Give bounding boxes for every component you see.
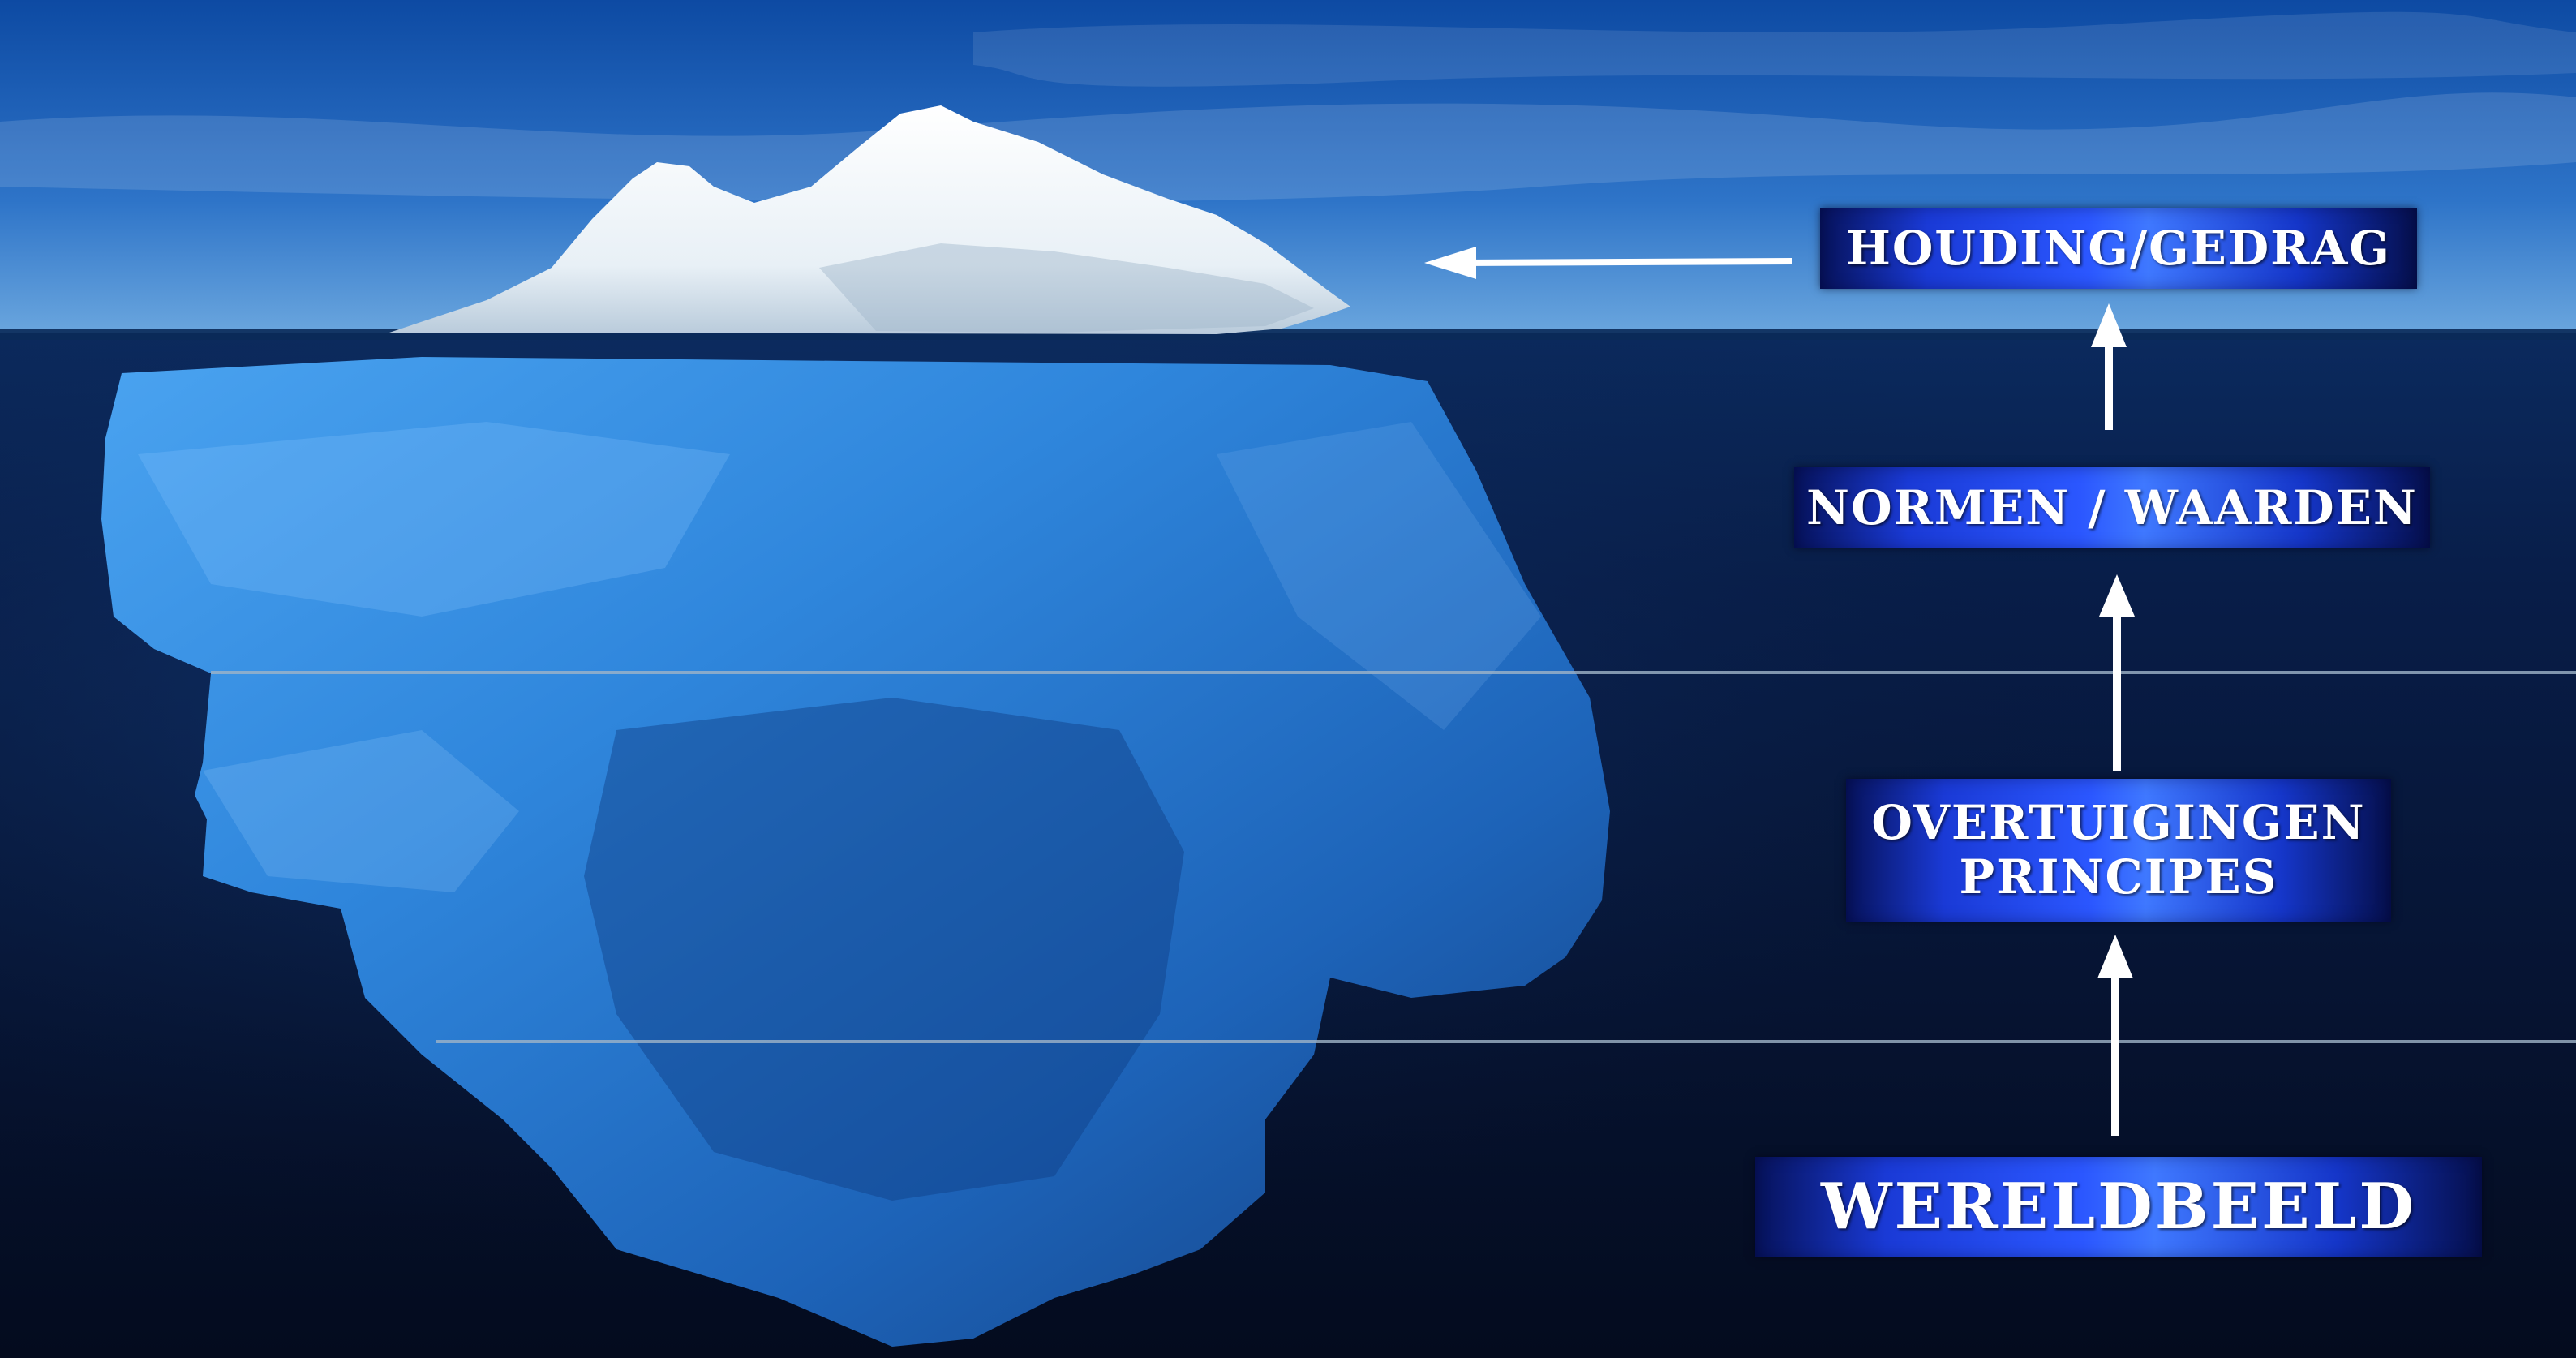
label-text: NORMEN / WAARDEN: [1806, 481, 2418, 535]
label-text-line1: OVERTUIGINGEN: [1871, 796, 2365, 850]
label-overtuigingen-principes: OVERTUIGINGEN PRINCIPES: [1846, 779, 2391, 922]
label-text-line2: PRINCIPES: [1960, 850, 2278, 905]
label-text: HOUDING/GEDRAG: [1846, 221, 2391, 276]
arrow-left-shaft: [1460, 261, 1792, 263]
label-text: WERELDBEELD: [1821, 1171, 2416, 1244]
label-houding-gedrag: HOUDING/GEDRAG: [1820, 208, 2417, 289]
label-wereldbeeld: WERELDBEELD: [1755, 1157, 2482, 1257]
water-surface: [0, 329, 2576, 340]
label-normen-waarden: NORMEN / WAARDEN: [1794, 467, 2430, 548]
